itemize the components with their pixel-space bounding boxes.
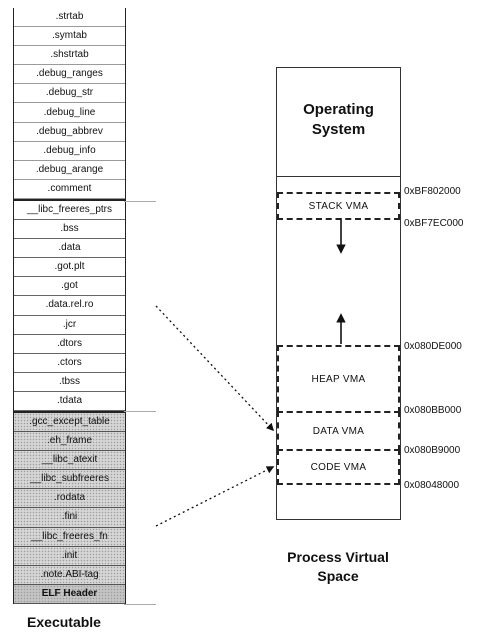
section-debug-str: .debug_str <box>14 84 125 104</box>
section-libc-freeres-fn: __libc_freeres_fn <box>14 527 125 547</box>
section-libc-freeres-ptrs: __libc_freeres_ptrs <box>14 201 125 221</box>
operating-system-title: Operating System <box>276 100 401 140</box>
section-dtors: .dtors <box>14 335 125 354</box>
section-group-debug: .strtab .symtab .shstrtab .debug_ranges … <box>14 8 125 199</box>
section-eh-frame: .eh_frame <box>14 432 125 452</box>
executable-sections: .strtab .symtab .shstrtab .debug_ranges … <box>13 8 126 604</box>
section-gcc-except-table: .gcc_except_table <box>14 412 125 433</box>
section-ctors: .ctors <box>14 354 125 373</box>
section-tbss: .tbss <box>14 373 125 392</box>
section-got-plt: .got.plt <box>14 258 125 278</box>
os-divider <box>276 176 401 177</box>
bottom-rule <box>124 604 156 605</box>
section-group-data: __libc_freeres_ptrs .bss .data .got.plt … <box>14 198 125 411</box>
data-mapping-arrow <box>155 305 275 432</box>
pvs-title-line2: Space <box>317 568 359 584</box>
section-libc-subfreeres: __libc_subfreeres <box>14 470 125 490</box>
section-debug-abbrev: .debug_abbrev <box>14 123 125 142</box>
section-elf-header: ELF Header <box>14 584 125 604</box>
section-group-code: .gcc_except_table .eh_frame __libc_atexi… <box>14 410 125 604</box>
code-group-rule <box>124 411 156 412</box>
executable-label: Executable <box>27 614 101 630</box>
address-heap-top: 0x080DE000 <box>404 341 462 352</box>
section-debug-ranges: .debug_ranges <box>14 65 125 85</box>
section-strtab: .strtab <box>14 8 125 28</box>
section-shstrtab: .shstrtab <box>14 46 125 66</box>
data-group-rule <box>124 201 156 202</box>
address-stack-top: 0xBF802000 <box>404 186 461 197</box>
pvs-title-line1: Process Virtual <box>287 549 389 565</box>
code-vma: CODE VMA <box>277 449 400 485</box>
section-debug-line: .debug_line <box>14 103 125 123</box>
code-mapping-arrow <box>155 466 275 527</box>
section-data: .data <box>14 239 125 259</box>
address-data-top: 0x080BB000 <box>404 405 462 416</box>
section-fini: .fini <box>14 508 125 528</box>
section-got: .got <box>14 277 125 297</box>
process-virtual-space-box <box>276 67 401 520</box>
section-comment: .comment <box>14 180 125 199</box>
section-tdata: .tdata <box>14 392 125 411</box>
section-bss: .bss <box>14 220 125 240</box>
section-debug-info: .debug_info <box>14 142 125 161</box>
address-code-bottom: 0x08048000 <box>404 480 460 491</box>
section-data-rel-ro: .data.rel.ro <box>14 296 125 316</box>
process-virtual-space-title: Process Virtual Space <box>258 548 418 586</box>
section-note-abi-tag: .note.ABI-tag <box>14 565 125 585</box>
address-code-top: 0x080B9000 <box>404 445 461 456</box>
section-debug-arange: .debug_arange <box>14 161 125 180</box>
section-rodata: .rodata <box>14 489 125 509</box>
section-symtab: .symtab <box>14 27 125 47</box>
os-title-line2: System <box>311 121 366 138</box>
address-stack-bottom: 0xBF7EC000 <box>404 218 464 229</box>
section-init: .init <box>14 546 125 566</box>
os-title-line1: Operating <box>303 101 374 118</box>
section-jcr: .jcr <box>14 316 125 335</box>
section-libc-atexit: __libc_atexit <box>14 451 125 471</box>
stack-vma: STACK VMA <box>277 192 400 220</box>
